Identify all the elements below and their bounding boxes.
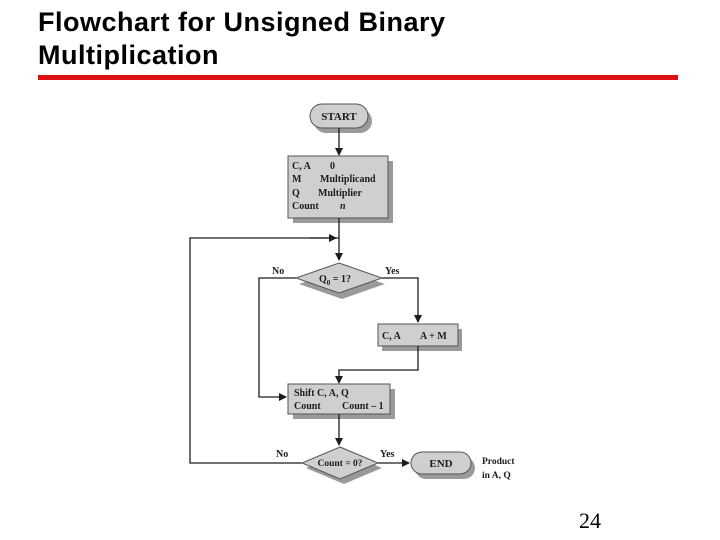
arrow-q0-no-to-shift: [258, 277, 296, 401]
decision-count-no-label: No: [276, 449, 288, 460]
decision-q0-label: Q0 = 1?: [319, 274, 351, 287]
init-row4-right: n: [340, 201, 346, 212]
init-row1-right: 0: [330, 161, 335, 172]
add-box-right: A + M: [420, 331, 447, 342]
arrow-q0-yes-to-add: [382, 277, 422, 323]
slide-title-line-1: Flowchart for Unsigned Binary: [38, 7, 446, 37]
decision-count-yes-label: Yes: [380, 449, 395, 460]
start-label: START: [321, 111, 357, 123]
shift-box: Shift C, A, Q Count Count – 1: [287, 383, 395, 419]
shift-box-row1: Shift C, A, Q: [294, 388, 349, 399]
start-terminator: START: [309, 103, 372, 133]
product-note-line1: Product: [482, 457, 515, 467]
end-label: END: [429, 458, 452, 470]
loop-back-line: [189, 237, 339, 464]
end-terminator: END: [410, 451, 475, 479]
shift-box-row2-right: Count – 1: [342, 401, 384, 412]
init-row4-left: Count: [292, 201, 319, 212]
add-box: C, A A + M: [377, 323, 462, 351]
product-note-line2: in A, Q: [482, 471, 511, 481]
decision-q0-no-label: No: [272, 266, 284, 277]
init-row2-left: M: [292, 174, 302, 185]
title-underline-rule: [38, 75, 678, 80]
init-row3-right: Multiplier: [318, 188, 362, 199]
init-row3-left: Q: [292, 188, 300, 199]
arrow-add-to-shift: [335, 346, 419, 384]
decision-count: Count = 0?: [300, 446, 382, 484]
shift-box-row2-left: Count: [294, 401, 321, 412]
initialization-box: C, A 0 M Multiplicand Q Multiplier Count…: [287, 155, 393, 223]
decision-count-label: Count = 0?: [317, 459, 362, 469]
init-row2-right: Multiplicand: [320, 174, 376, 185]
slide-title-line-2: Multiplication: [38, 40, 219, 70]
page-number: 24: [579, 508, 601, 533]
init-row1-left: C, A: [292, 161, 312, 172]
decision-q0-yes-label: Yes: [385, 266, 400, 277]
add-box-left: C, A: [382, 331, 402, 342]
decision-q0: Q0 = 1?: [294, 262, 385, 299]
slide-title: Flowchart for Unsigned Binary Multiplica…: [38, 6, 678, 72]
